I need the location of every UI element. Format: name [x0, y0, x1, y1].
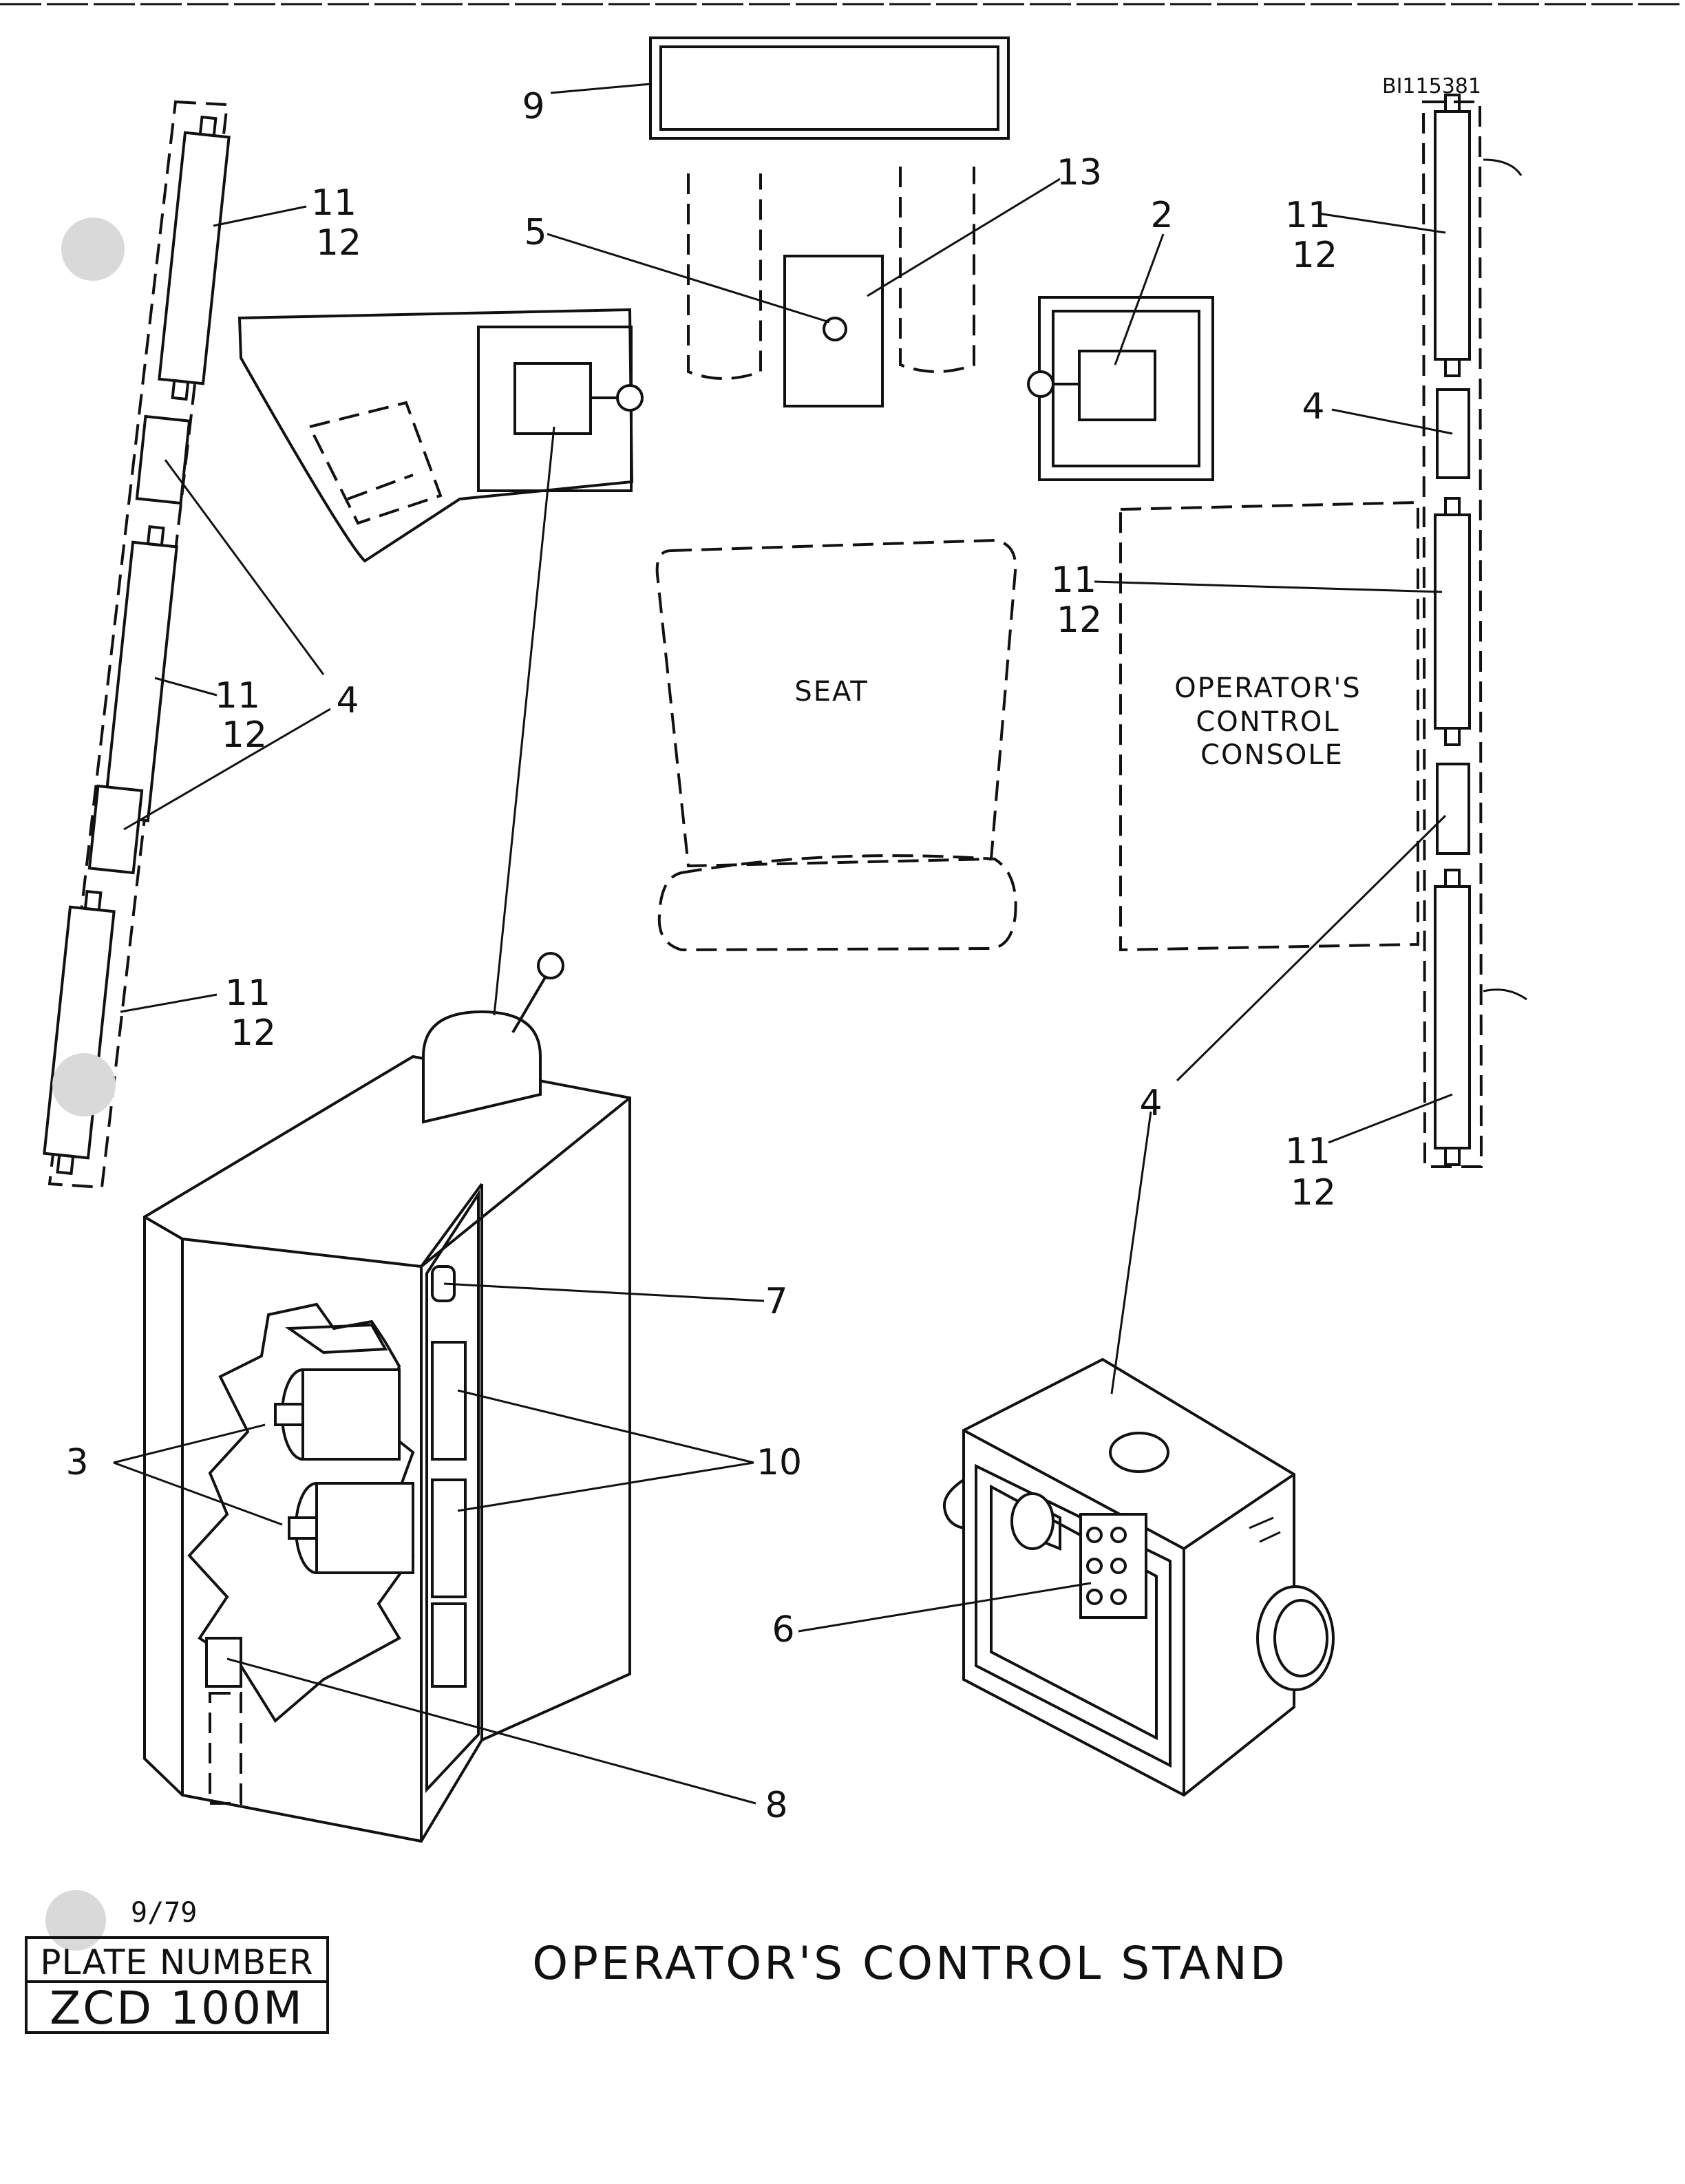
callout-6: 6 — [772, 1609, 794, 1651]
control-unit-left — [513, 362, 592, 435]
control-stand-cabinet — [143, 952, 631, 1843]
callout-8: 8 — [765, 1785, 787, 1826]
callout-3: 3 — [65, 1442, 88, 1483]
operators-control-console: OPERATOR'S CONTROL CONSOLE — [1119, 500, 1419, 952]
callout-4b: 4 — [1302, 386, 1324, 427]
left-pedal-outline — [687, 173, 762, 380]
button-item-5 — [823, 317, 847, 341]
callout-12d: 12 — [1292, 235, 1337, 276]
seat-label: SEAT — [794, 676, 868, 708]
callout-12b: 12 — [222, 714, 267, 756]
right-pedal-outline — [899, 167, 975, 373]
callout-7: 7 — [765, 1281, 787, 1322]
drawing-title: OPERATOR'S CONTROL STAND — [532, 1937, 1288, 1990]
console-label-line2: CONTROL — [1196, 706, 1339, 738]
component-item-10-lower — [431, 1478, 467, 1598]
callout-11c: 11 — [225, 973, 271, 1014]
callout-4c: 4 — [1139, 1083, 1162, 1124]
scan-hole-mark — [52, 1053, 116, 1116]
callouts: 9 5 13 2 11 12 4 11 12 11 12 11 12 4 11 … — [65, 86, 1337, 1826]
callout-13: 13 — [1057, 152, 1102, 193]
plate-number-label: PLATE NUMBER — [40, 1942, 313, 1982]
callout-12f: 12 — [1291, 1172, 1336, 1213]
junction-box-item-4-6 — [942, 1357, 1335, 1797]
joystick-knob — [537, 952, 564, 979]
callout-11a: 11 — [311, 182, 357, 224]
seat: SEAT — [655, 538, 1017, 952]
plate-number-value: ZCD 100M — [50, 1982, 304, 2035]
date-stamp: 9/79 — [131, 1897, 197, 1929]
callout-10: 10 — [756, 1442, 802, 1483]
plate-number-box: PLATE NUMBER ZCD 100M — [25, 1936, 329, 2035]
control-box-item-2 — [1027, 296, 1214, 481]
callout-12a: 12 — [316, 222, 361, 264]
document-id: BI115381 — [1382, 74, 1481, 98]
component-item-10-upper — [431, 1341, 467, 1461]
pedal-area — [687, 167, 975, 407]
callout-5: 5 — [524, 212, 547, 253]
right-light-rail — [1421, 94, 1527, 1168]
callout-11d: 11 — [1285, 195, 1331, 236]
leader-lines — [113, 83, 1453, 1805]
callout-11b: 11 — [215, 675, 260, 717]
callout-9: 9 — [522, 86, 544, 127]
switch-item-8 — [205, 1637, 242, 1688]
panel-item-9 — [649, 36, 1010, 140]
scan-hole-mark — [45, 1890, 106, 1951]
callout-4a: 4 — [336, 680, 359, 721]
left-light-rail — [43, 100, 231, 1189]
center-plate-item-13 — [783, 255, 884, 407]
console-label-line3: CONSOLE — [1200, 739, 1344, 771]
scan-hole-mark — [61, 218, 125, 281]
callout-11e: 11 — [1051, 560, 1096, 601]
console-label-line1: OPERATOR'S — [1174, 672, 1361, 704]
callout-11f: 11 — [1285, 1131, 1331, 1172]
joystick-housing — [422, 1010, 542, 1124]
footer: 9/79 PLATE NUMBER ZCD 100M OPERATOR'S CO… — [25, 1890, 1288, 2035]
joystick-knob-left — [616, 384, 644, 412]
left-control-housing — [237, 308, 644, 563]
callout-12e: 12 — [1057, 600, 1102, 641]
callout-12c: 12 — [231, 1013, 276, 1054]
callout-2: 2 — [1150, 195, 1173, 236]
